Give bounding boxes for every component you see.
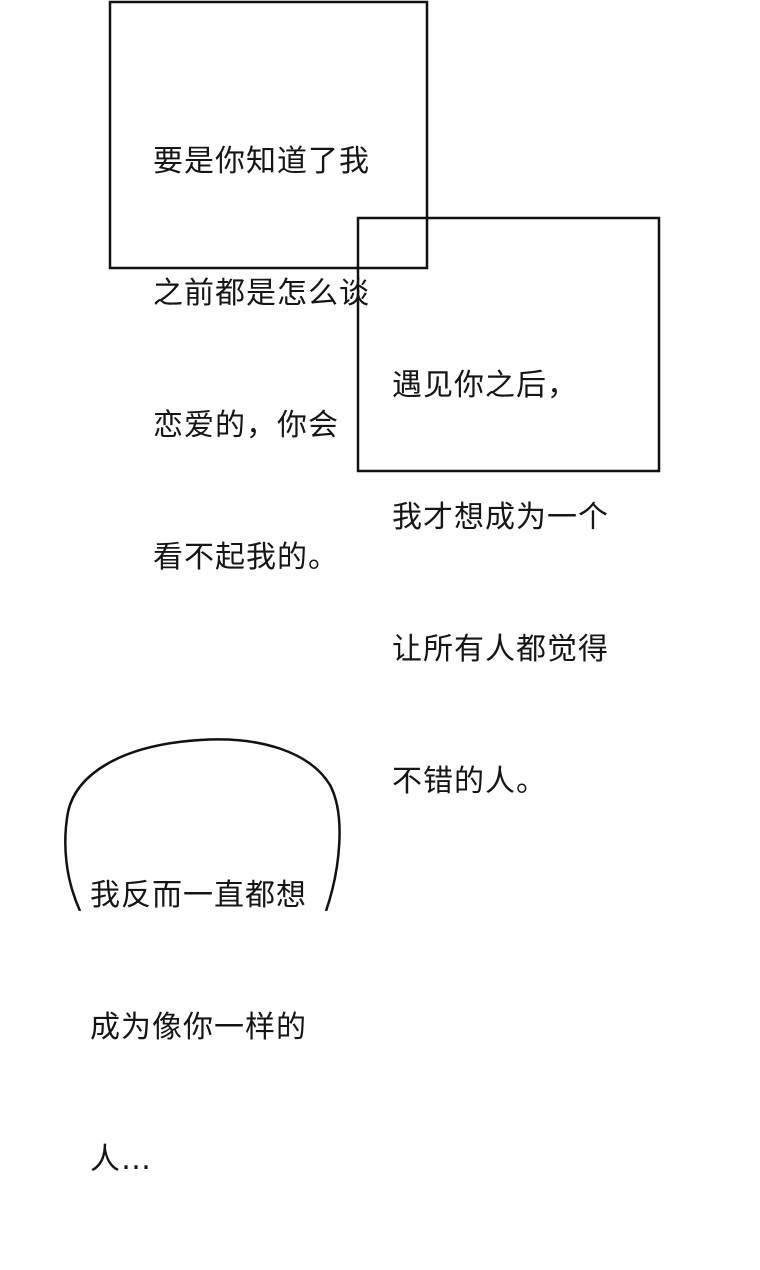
speech-bubble-text: 我反而一直都想 成为像你一样的 人…: [90, 786, 307, 1270]
narration-line: 让所有人都觉得: [392, 632, 609, 667]
narration-box-2-frame: [356, 216, 661, 473]
narration-box-1-text: 要是你知道了我 之前都是怎么谈 恋爱的，你会 看不起我的。: [153, 52, 370, 668]
narration-line: 要是你知道了我: [153, 144, 370, 179]
narration-line: 我才想成为一个: [392, 500, 609, 535]
narration-line: 遇见你之后，: [392, 368, 578, 403]
narration-line: 恋爱的，你会: [153, 408, 339, 443]
caption-frames: [64, 0, 661, 911]
narration-line: 看不起我的。: [153, 540, 339, 575]
speech-bubble-frame: [64, 738, 341, 911]
dialogue-line: 人…: [90, 1142, 152, 1177]
narration-line: 之前都是怎么谈: [153, 276, 370, 311]
narration-line: 不错的人。: [392, 764, 547, 799]
comic-panel: 要是你知道了我 之前都是怎么谈 恋爱的，你会 看不起我的。 遇见你之后， 我才想…: [64, 0, 661, 1177]
dialogue-line: 我反而一直都想: [90, 878, 307, 913]
narration-box-1-frame: [108, 0, 429, 270]
dialogue-line: 成为像你一样的: [90, 1010, 307, 1045]
narration-box-2-text: 遇见你之后， 我才想成为一个 让所有人都觉得 不错的人。: [392, 276, 609, 892]
